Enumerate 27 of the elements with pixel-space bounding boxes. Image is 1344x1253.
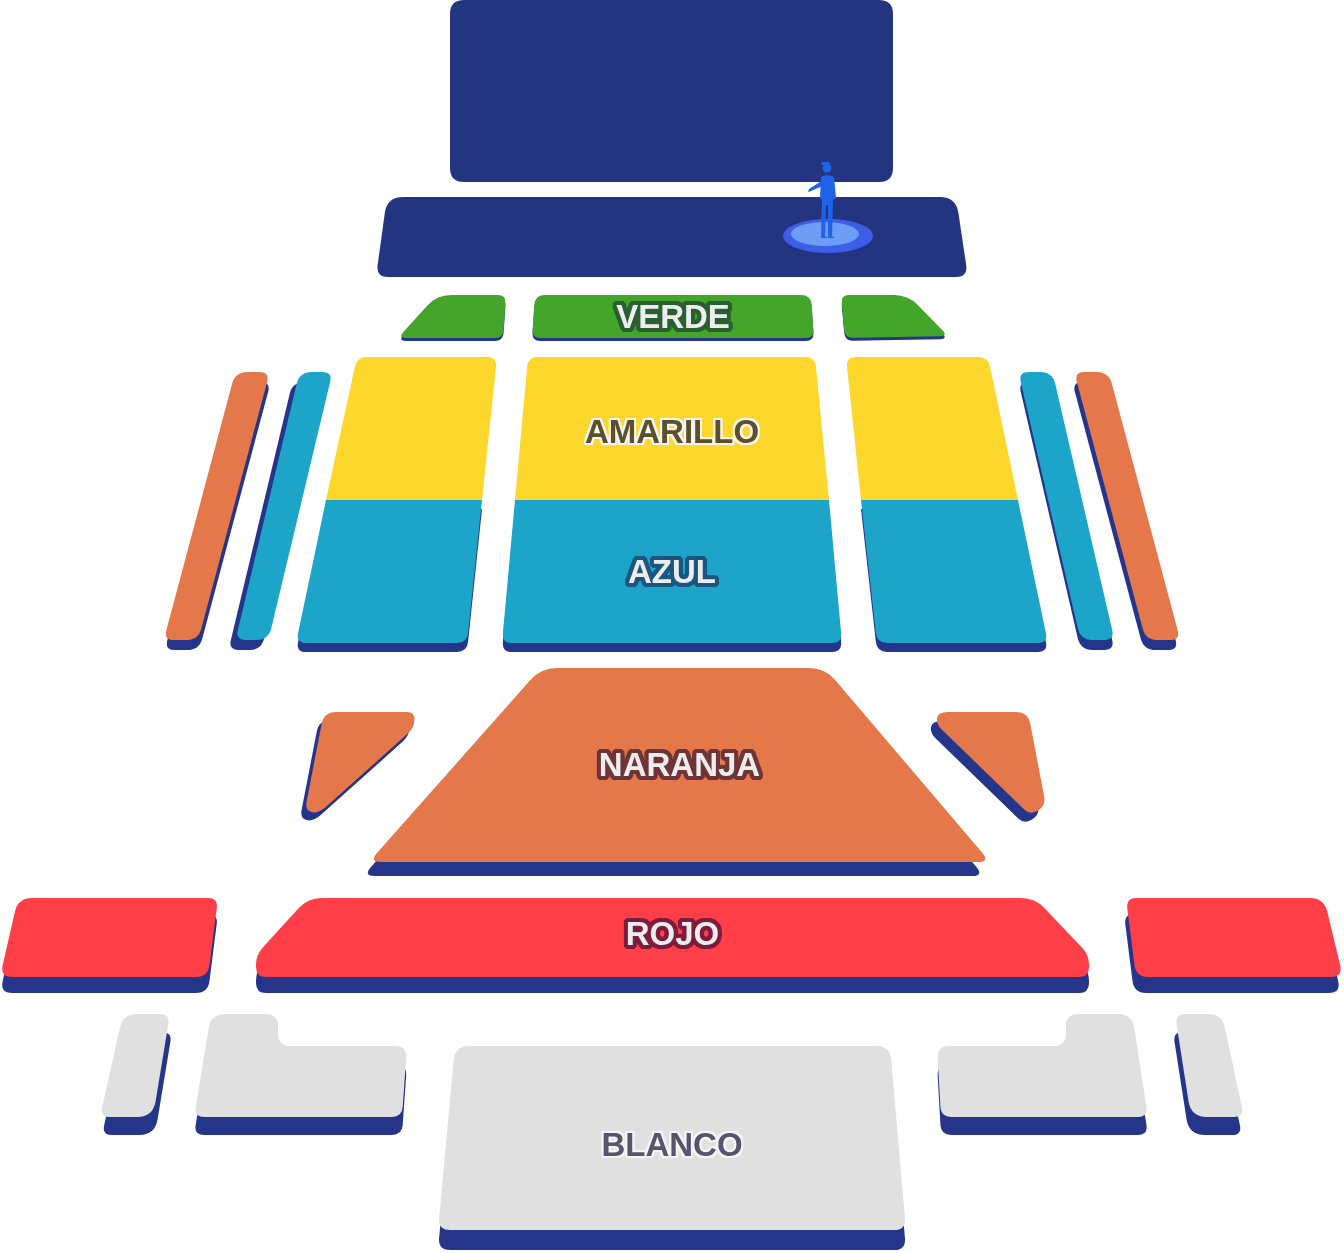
screen-panel bbox=[450, 0, 893, 182]
seating-section bbox=[846, 357, 1018, 500]
seating-section bbox=[100, 1014, 172, 1135]
section-label: VERDE bbox=[616, 297, 730, 336]
seating-section bbox=[861, 500, 1048, 652]
seating-section bbox=[841, 295, 948, 341]
section-label: BLANCO bbox=[601, 1126, 743, 1164]
seating-section bbox=[398, 295, 506, 341]
seating-section bbox=[930, 712, 1046, 824]
seating-section bbox=[532, 295, 814, 341]
section-label: NARANJA bbox=[598, 746, 761, 784]
section-label: ROJO bbox=[625, 914, 720, 953]
section-label: AMARILLO bbox=[584, 412, 760, 451]
seating-section bbox=[502, 500, 842, 652]
seating-section bbox=[1173, 1014, 1244, 1135]
seating-section bbox=[1124, 898, 1343, 993]
seating-section bbox=[296, 500, 482, 652]
seating-section bbox=[256, 898, 1089, 993]
stage-platform bbox=[376, 197, 968, 277]
seating-section bbox=[937, 1014, 1148, 1135]
seating-section bbox=[515, 357, 829, 500]
seating-section bbox=[326, 357, 497, 500]
seating-section bbox=[194, 1014, 407, 1135]
seating-section bbox=[0, 898, 218, 993]
seating-section bbox=[438, 1046, 906, 1250]
seating-section bbox=[300, 712, 415, 822]
section-label: AZUL bbox=[628, 552, 716, 591]
